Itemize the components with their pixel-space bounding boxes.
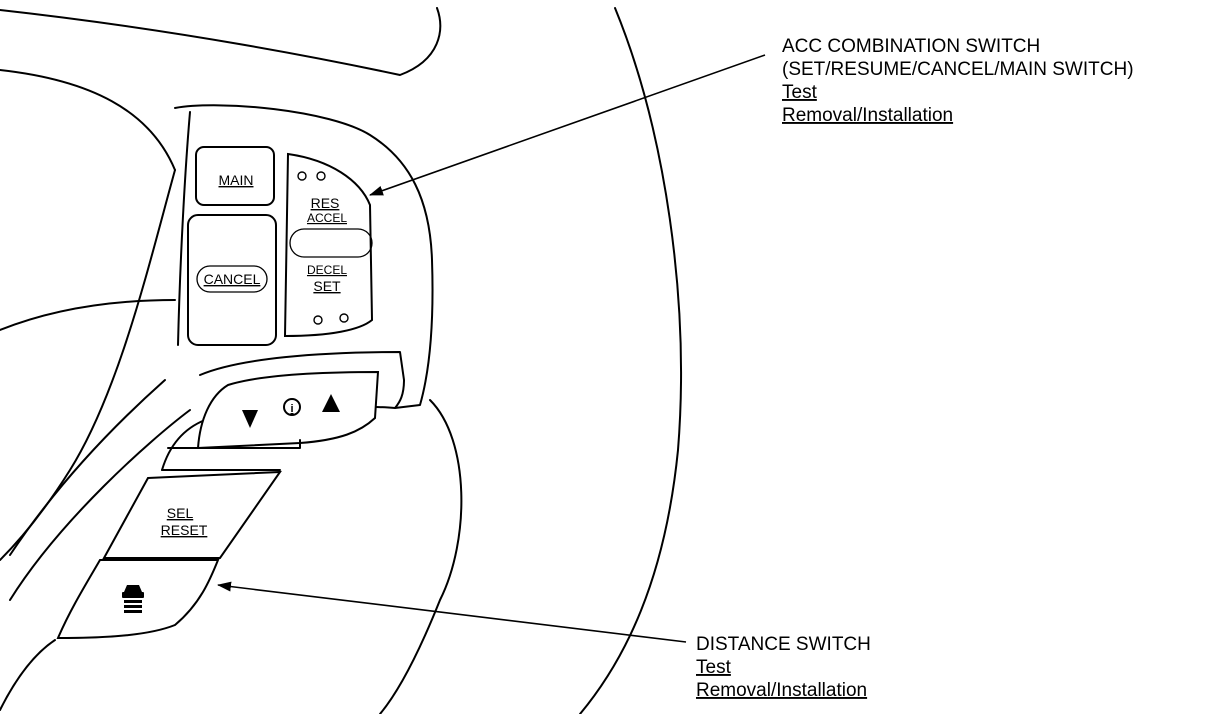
sel-label: SEL: [167, 505, 194, 521]
distance-leader-line: [217, 581, 687, 643]
car-distance-icon: [122, 585, 144, 613]
distance-callout: DISTANCE SWITCH Test Removal/Installatio…: [696, 634, 871, 701]
acc-callout: ACC COMBINATION SWITCH (SET/RESUME/CANCE…: [782, 36, 1134, 126]
set-label: SET: [313, 278, 341, 294]
up-triangle-icon[interactable]: [322, 394, 340, 412]
main-button[interactable]: MAIN: [195, 146, 275, 206]
down-triangle-icon[interactable]: [242, 410, 258, 428]
sel-reset-button[interactable]: SEL RESET: [102, 470, 282, 559]
distance-switch-button[interactable]: [56, 559, 220, 640]
accel-label: ACCEL: [307, 211, 347, 225]
distance-removal-installation-link[interactable]: Removal/Installation: [696, 680, 867, 701]
acc-callout-title: ACC COMBINATION SWITCH: [782, 36, 1040, 57]
acc-removal-installation-link[interactable]: Removal/Installation: [782, 105, 953, 126]
acc-test-link[interactable]: Test: [782, 82, 818, 103]
acc-test-link-text: Test: [782, 82, 818, 103]
info-circle-icon[interactable]: i: [283, 398, 301, 416]
info-scroll-switch-panel: [167, 370, 380, 450]
cancel-button-label: CANCEL: [204, 271, 261, 287]
distance-callout-title: DISTANCE SWITCH: [696, 634, 871, 655]
set-indicator-dots: [313, 313, 349, 325]
reset-label: RESET: [161, 522, 208, 538]
acc-removal-link-text: Removal/Installation: [782, 105, 953, 126]
acc-callout-subtitle: (SET/RESUME/CANCEL/MAIN SWITCH): [782, 59, 1134, 80]
info-symbol: i: [290, 403, 293, 415]
res-label: RES: [311, 195, 340, 211]
res-set-rocker-switch[interactable]: RES ACCEL DECEL SET: [283, 152, 374, 338]
decel-label: DECEL: [307, 263, 347, 277]
cancel-button[interactable]: CANCEL: [187, 214, 277, 346]
acc-leader-line: [369, 54, 766, 196]
distance-test-link-text: Test: [696, 657, 732, 678]
main-button-label: MAIN: [219, 172, 254, 188]
res-indicator-dots: [297, 171, 326, 181]
steering-wheel-outline: [0, 7, 682, 714]
distance-removal-link-text: Removal/Installation: [696, 680, 867, 701]
distance-test-link[interactable]: Test: [696, 657, 732, 678]
